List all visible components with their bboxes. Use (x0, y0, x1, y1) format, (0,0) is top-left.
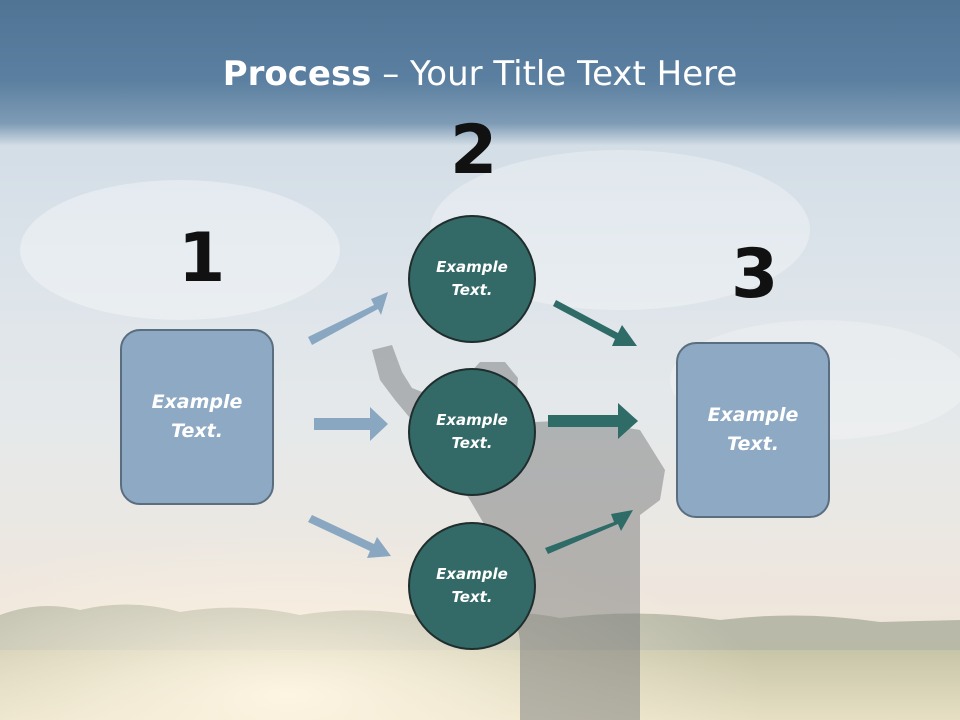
arrow-bottom-to-right (545, 510, 633, 554)
left-text-box: Example Text. (120, 329, 274, 505)
circle-top: Example Text. (408, 215, 536, 343)
arrow-left-to-middle (314, 407, 388, 441)
arrow-middle-to-right (548, 403, 638, 439)
step-number-1: 1 (178, 219, 226, 298)
header-band (0, 0, 960, 145)
arrow-left-to-bottom (308, 515, 391, 558)
right-box-text: Example Text. (707, 404, 799, 455)
circle-middle: Example Text. (408, 368, 536, 496)
title-bold: Process (222, 54, 372, 94)
step-number-3: 3 (731, 235, 779, 314)
circle-bottom: Example Text. (408, 522, 536, 650)
right-text-box: Example Text. (676, 342, 830, 518)
left-box-text: Example Text. (151, 391, 243, 442)
arrow-left-to-top (308, 292, 388, 345)
circle-bottom-text: Example Text. (436, 565, 508, 606)
step-number-2: 2 (450, 111, 498, 190)
title-rest: – Your Title Text Here (371, 54, 738, 94)
circle-middle-text: Example Text. (436, 411, 508, 452)
circle-top-text: Example Text. (436, 258, 508, 299)
slide-title: Process – Your Title Text Here (0, 52, 960, 96)
arrow-top-to-right (553, 300, 637, 346)
